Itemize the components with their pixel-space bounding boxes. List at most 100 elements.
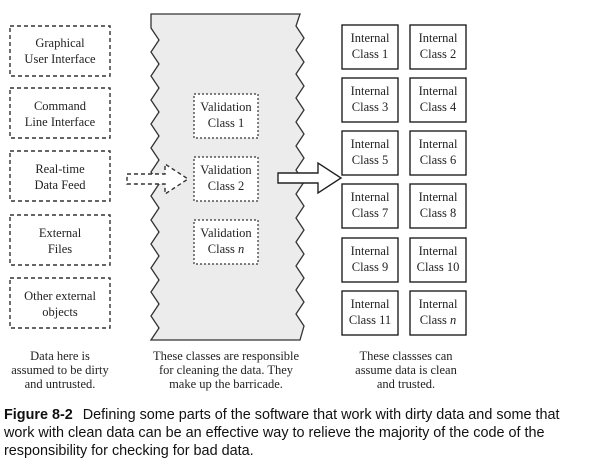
note-right-line: and trusted. <box>377 377 435 391</box>
clean-data-arrow <box>277 161 343 195</box>
note-left-line: and untrusted. <box>25 377 96 391</box>
internal-class-label: Internal <box>351 31 390 45</box>
external-source-files: External Files <box>9 214 111 266</box>
internal-class-label: Internal <box>419 297 458 311</box>
internal-class-label: Class n <box>420 313 456 327</box>
internal-class-label: Internal <box>351 137 390 151</box>
internal-class-label: Internal <box>419 244 458 258</box>
figure-caption: Figure 8-2 Defining some parts of the sof… <box>3 407 560 459</box>
caption-label: Figure 8-2 <box>4 407 73 423</box>
internal-class-border <box>409 183 467 229</box>
internal-class-label-prefix: Class 4 <box>420 100 457 114</box>
internal-class-label-prefix: Class 7 <box>352 206 388 220</box>
internal-class-label-prefix: Class 1 <box>352 47 388 61</box>
internal-class-label: Class 3 <box>352 100 388 114</box>
internal-class-border <box>341 237 399 283</box>
validation-class-1: Validation Class 1 <box>193 93 259 139</box>
validation-class-label: Class 2 <box>208 179 244 193</box>
external-source-data-feed: Real-time Data Feed <box>9 150 111 202</box>
validation-class-label: Validation <box>200 163 252 177</box>
internal-class-label: Internal <box>351 190 390 204</box>
validation-class-2: Validation Class 2 <box>193 156 259 202</box>
internal-class-label: Internal <box>419 31 458 45</box>
internal-class-label-prefix: Class 10 <box>417 260 460 274</box>
internal-class-label: Class 4 <box>420 100 457 114</box>
note-right-line: assume data is clean <box>355 363 457 377</box>
validation-class-label: Class 1 <box>208 116 244 130</box>
internal-class-border <box>409 77 467 123</box>
external-source-label: Graphical <box>35 36 85 50</box>
internal-class-label-prefix: Class <box>420 313 450 327</box>
dirty-data-arrow <box>126 162 190 196</box>
internal-class-label-italic: n <box>450 313 456 327</box>
external-source-label: Command <box>34 99 87 113</box>
external-source-label: External <box>39 226 82 240</box>
internal-class-label: Class 11 <box>349 313 391 327</box>
internal-class-border <box>409 130 467 176</box>
external-source-label: Line Interface <box>25 115 96 129</box>
internal-class-label: Class 6 <box>420 153 456 167</box>
note-middle-line: for cleaning the data. They <box>159 363 294 377</box>
internal-class-label: Class 5 <box>352 153 388 167</box>
internal-class-border <box>341 183 399 229</box>
external-source-other: Other external objects <box>9 277 111 329</box>
internal-class-label-prefix: Class 3 <box>352 100 388 114</box>
external-source-label: Files <box>48 242 72 256</box>
validation-class-label: Validation <box>200 100 252 114</box>
external-source-gui: Graphical User Interface <box>9 25 111 77</box>
internal-class-label: Class 8 <box>420 206 456 220</box>
internal-class-label: Internal <box>419 137 458 151</box>
note-middle-line: These classes are responsible <box>153 349 300 363</box>
internal-class-label: Internal <box>419 84 458 98</box>
internal-class-label: Internal <box>351 297 390 311</box>
note-middle-line: make up the barricade. <box>169 377 283 391</box>
note-left-line: Data here is <box>30 349 90 363</box>
internal-class-label-prefix: Class 8 <box>420 206 456 220</box>
note-left-line: assumed to be dirty <box>11 363 109 377</box>
note-right-line: These classses can <box>359 349 453 363</box>
internal-class-label: Class 7 <box>352 206 388 220</box>
caption-line-1: Figure 8-2 Defining some parts of the sof… <box>4 407 560 423</box>
internal-class-border <box>341 24 399 70</box>
validation-class-label-prefix: Class <box>208 242 238 256</box>
note-right: These classses can assume data is clean … <box>355 349 457 391</box>
internal-class-label-prefix: Class 5 <box>352 153 388 167</box>
internal-class-label-prefix: Class 9 <box>352 260 388 274</box>
caption-line-3: responsibility for checking for bad data… <box>4 443 254 459</box>
external-source-label: objects <box>42 305 78 319</box>
validation-class-label-italic: n <box>238 242 244 256</box>
internal-class-label: Internal <box>419 190 458 204</box>
internal-class-border <box>409 237 467 283</box>
external-source-cli: Command Line Interface <box>9 87 111 139</box>
internal-class-border <box>341 290 399 336</box>
caption-text-1: Defining some parts of the software that… <box>83 407 560 423</box>
internal-class-label-prefix: Class 6 <box>420 153 456 167</box>
internal-class-label-prefix: Class 11 <box>349 313 391 327</box>
external-source-label: Other external <box>24 289 96 303</box>
caption-line-2: work with clean data can be an effective… <box>3 425 545 441</box>
internal-class-label: Class 9 <box>352 260 388 274</box>
internal-class-border <box>409 24 467 70</box>
internal-class-border <box>341 77 399 123</box>
validation-class-label: Validation <box>200 226 252 240</box>
internal-class-border <box>341 130 399 176</box>
external-source-label: User Interface <box>24 52 96 66</box>
validation-class-n: Validation Class n <box>193 219 259 265</box>
validation-class-label: Class n <box>208 242 244 256</box>
internal-class-label: Internal <box>351 244 390 258</box>
internal-class-label: Internal <box>351 84 390 98</box>
internal-class-label: Class 10 <box>417 260 460 274</box>
